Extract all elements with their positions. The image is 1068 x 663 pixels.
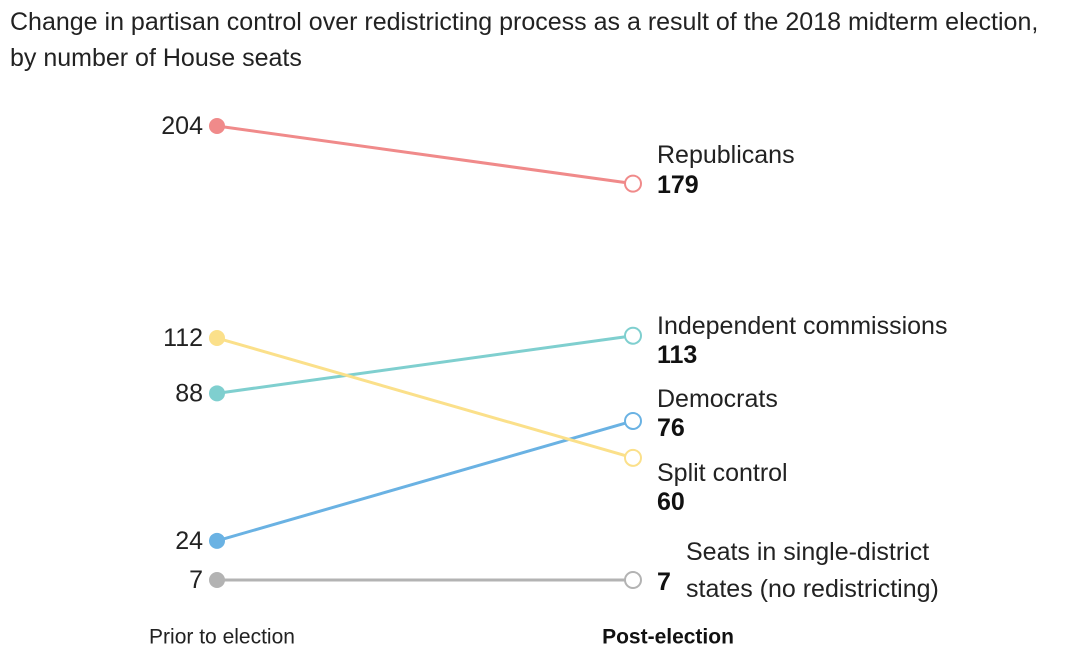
value-label-post-independent-commissions: 113	[657, 341, 697, 369]
category-label-post: Post-election	[602, 626, 734, 649]
value-label-post-split-control: 60	[657, 488, 685, 516]
point-post-republicans	[624, 174, 642, 193]
value-label-post-democrats: 76	[657, 414, 685, 442]
point-prior-republicans	[209, 118, 225, 134]
chart-title: Change in partisan control over redistri…	[10, 8, 1039, 72]
series-label-republicans: Republicans	[657, 141, 795, 169]
series-line-democrats	[216, 419, 634, 543]
point-prior-independent-commissions	[209, 385, 225, 402]
point-post-seats-in-single-district-states-no-redistricting	[624, 571, 642, 589]
point-post-democrats	[624, 411, 642, 430]
series-label-democrats: Democrats	[657, 385, 778, 413]
series-label-independent-commissions: Independent commissions	[657, 312, 947, 340]
value-label-prior-split-control: 112	[163, 324, 203, 352]
value-label-prior-seats-in-single-district-states-no-redistricting: 7	[189, 566, 203, 594]
value-label-prior-democrats: 24	[175, 527, 203, 555]
point-prior-democrats	[209, 532, 225, 549]
value-label-prior-independent-commissions: 88	[175, 379, 203, 407]
series-label-split-control: Split control	[657, 459, 788, 487]
value-label-post-republicans: 179	[657, 171, 699, 199]
series-line-independent-commissions	[216, 334, 634, 395]
category-label-prior: Prior to election	[149, 626, 295, 649]
series-line-republicans	[216, 124, 634, 186]
point-post-split-control	[624, 448, 642, 467]
point-post-independent-commissions	[624, 326, 642, 345]
value-label-post-seats-in-single-district-states-no-redistricting: 7	[657, 568, 671, 596]
value-label-prior-republicans: 204	[161, 112, 203, 140]
point-prior-seats-in-single-district-states-no-redistricting	[209, 572, 225, 588]
series-label-seats-in-single-district-states-no-redistricting: Seats in single-district	[686, 538, 929, 566]
series-label-seats-in-single-district-states-no-redistricting: states (no redistricting)	[686, 575, 939, 603]
series-line-split-control	[216, 336, 634, 460]
point-prior-split-control	[209, 330, 225, 347]
